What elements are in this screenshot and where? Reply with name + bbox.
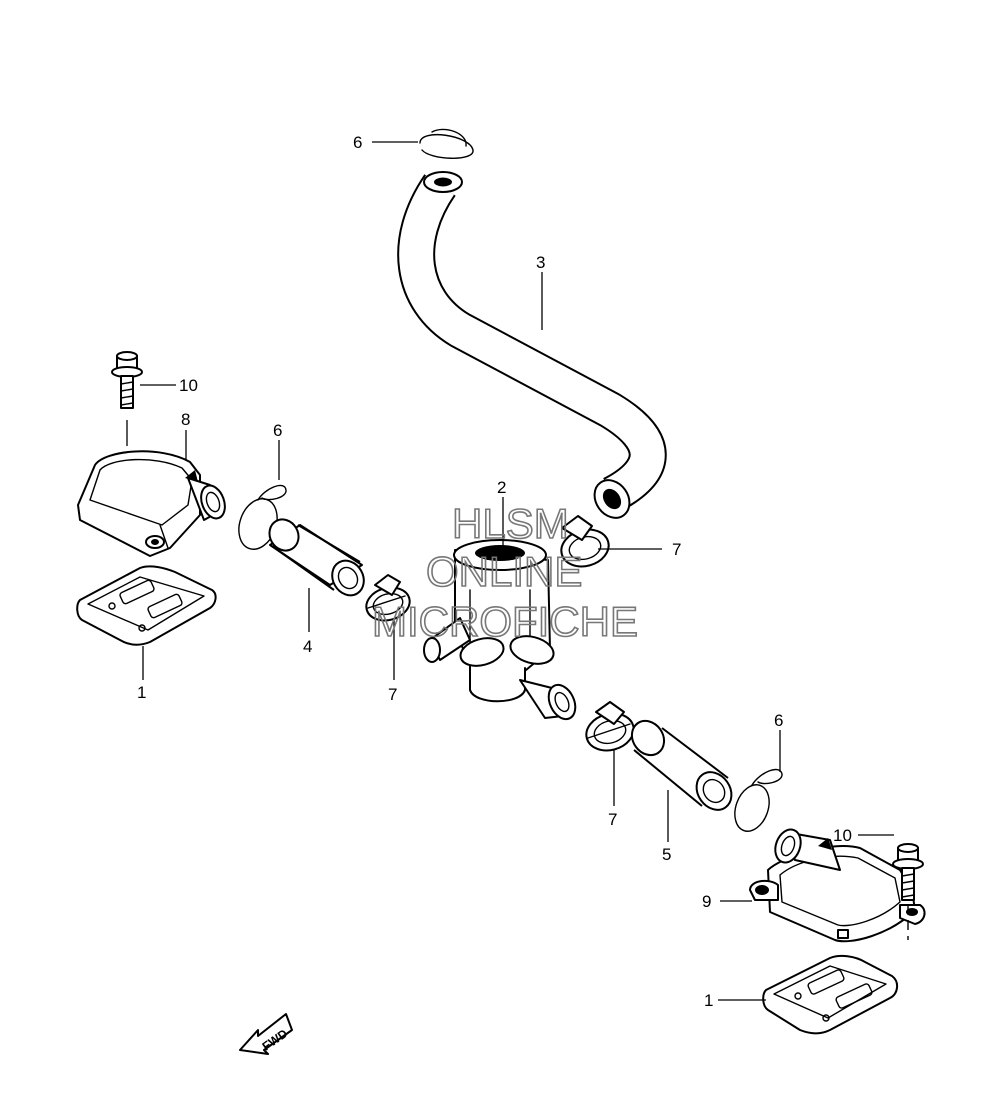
leader-lines [126, 141, 894, 1001]
callout-5: 5 [662, 845, 671, 864]
callout-2: 2 [497, 478, 506, 497]
callout-7-lower: 7 [608, 810, 617, 829]
callout-4: 4 [303, 637, 312, 656]
callout-10-left: 10 [179, 376, 198, 395]
callout-1-right: 1 [704, 991, 713, 1010]
hose-clip-6-top [419, 128, 474, 159]
reed-valve-plate-1-left [76, 565, 217, 646]
hose-4 [268, 518, 365, 597]
watermark-line-2: ONLINE [426, 548, 582, 595]
callout-8: 8 [181, 410, 190, 429]
callout-labels: 6 3 10 8 6 2 7 4 1 7 6 7 10 5 9 1 [137, 133, 852, 1010]
hose-clip-6-right [734, 768, 783, 832]
callout-7-left: 7 [388, 685, 397, 704]
forward-direction-arrow: FWD [239, 1013, 293, 1055]
hose-5 [630, 719, 733, 811]
watermark-line-1: HLSM [452, 500, 569, 547]
reed-valve-cover-8 [77, 450, 226, 557]
watermark-line-3: MICROFICHE [372, 598, 638, 645]
callout-6-top: 6 [353, 133, 362, 152]
callout-6-left: 6 [273, 421, 282, 440]
reed-valve-plate-1-right [762, 954, 898, 1035]
reed-valve-cover-9 [749, 828, 926, 943]
watermark: HLSM ONLINE MICROFICHE [371, 499, 639, 646]
callout-6-right: 6 [774, 711, 783, 730]
bolt-10-left [111, 351, 143, 409]
air-control-valve-2 [423, 539, 577, 721]
callout-10-right: 10 [833, 826, 852, 845]
callout-3: 3 [536, 253, 545, 272]
callout-9: 9 [702, 892, 711, 911]
bolt-10-right [892, 843, 924, 940]
air-hose-3 [397, 171, 667, 519]
hose-clamp-7-lower [585, 701, 635, 752]
callout-1-left: 1 [137, 683, 146, 702]
callout-7-top: 7 [672, 540, 681, 559]
hose-clamp-7-left [365, 574, 411, 622]
hose-clamp-7-top [560, 515, 610, 568]
